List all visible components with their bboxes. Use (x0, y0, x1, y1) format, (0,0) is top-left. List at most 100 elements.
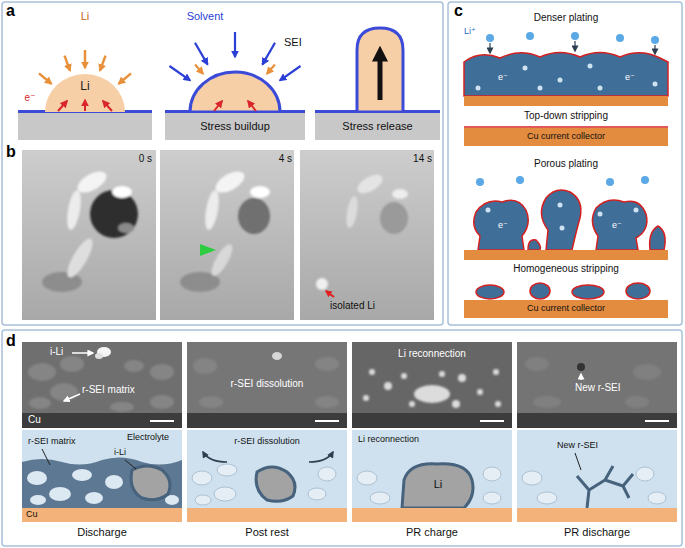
image-annotation: r-SEI dissolution (231, 378, 304, 390)
micrograph-image (50, 383, 78, 401)
micrograph-frame (65, 189, 84, 230)
micrograph-image (352, 342, 512, 428)
micrograph-image (525, 357, 549, 371)
image-annotation: i-Li (50, 346, 63, 358)
porous-plating-sketch (476, 283, 650, 299)
micrograph-frame (300, 150, 436, 320)
schematic-pr-discharge (537, 492, 557, 504)
micrograph-frame (208, 241, 236, 278)
porous-plating-sketch (634, 208, 639, 213)
micrograph-image (22, 413, 182, 428)
micrograph-image (352, 413, 512, 428)
micrograph-image (60, 356, 84, 372)
schematic-post-rest (192, 471, 212, 485)
panel-frames (2, 330, 682, 546)
dense-plating-sketch (486, 34, 494, 42)
dense-plating-sketch (489, 43, 490, 53)
micrograph-frame (380, 202, 408, 234)
micrograph-image (64, 394, 80, 401)
micrograph-frame (354, 171, 385, 197)
nucleation-sketch (119, 73, 131, 83)
dense-plating-sketch (476, 64, 658, 91)
micrograph-image (150, 420, 174, 422)
micrograph-frame (300, 150, 434, 320)
time-stamp: 14 s (413, 153, 432, 165)
porous-plating-sketch (541, 190, 580, 250)
dense-plating-sketch (588, 64, 593, 69)
schematic-pr-charge (352, 430, 512, 522)
substrate-box: Stress release (315, 113, 440, 140)
stress-buildup-sketch (234, 32, 236, 57)
electron-label: e⁻ (498, 220, 508, 230)
dense-plating-sketch (486, 32, 659, 44)
schematic-pr-charge (357, 471, 377, 485)
micrograph-image (401, 373, 407, 379)
porous-plating-sketch (528, 240, 541, 250)
dense-plating-sketch (558, 78, 563, 83)
micrograph-frame (63, 235, 97, 280)
porous-plating-sketch (558, 203, 563, 208)
schematic-discharge (22, 457, 182, 508)
micrograph-image (517, 342, 677, 428)
stress-buildup-sketch (195, 65, 203, 74)
micrograph-frame (42, 167, 138, 292)
schematic-pr-charge (402, 464, 473, 508)
schematic-pr-discharge (648, 492, 666, 504)
micrograph-frame (22, 150, 156, 320)
micrograph-frame (326, 291, 334, 297)
nucleation-sketch (39, 73, 51, 83)
micrograph-image (409, 401, 415, 407)
micrograph-image (480, 420, 504, 422)
process-label: Top-down stripping (524, 110, 608, 122)
process-label: Porous plating (534, 158, 598, 170)
micrograph-image (580, 374, 582, 380)
micrograph-frame (238, 198, 270, 234)
schematic-discharge (30, 495, 46, 505)
part-label: r-SEI matrix (28, 436, 76, 446)
micrograph-image (315, 396, 339, 408)
electron-label: e⁻ (498, 72, 508, 82)
micrograph-frame (316, 278, 328, 290)
micrograph-image (72, 352, 93, 354)
step-caption: Discharge (77, 526, 127, 539)
schematic-post-rest (187, 430, 347, 522)
schematic-discharge (125, 460, 136, 469)
node-text: Cu current collector (527, 132, 605, 142)
time-stamp: 4 s (279, 153, 292, 165)
micrograph-frame (160, 150, 296, 320)
micrograph-image (187, 342, 347, 428)
porous-plating-sketch (598, 212, 603, 217)
material-label: Li (434, 478, 443, 491)
schematic-pr-discharge (517, 508, 677, 522)
porous-plating-sketch (476, 285, 504, 299)
micrograph-image (525, 357, 661, 408)
step-caption: PR charge (406, 526, 458, 539)
schematic-pr-discharge (517, 430, 677, 522)
step-caption: PR discharge (564, 526, 630, 539)
micrograph-image (577, 363, 585, 371)
stress-buildup-sketch (263, 43, 276, 65)
micrograph-image (95, 353, 103, 359)
micrograph-image (22, 342, 182, 428)
micrograph-frame (300, 150, 434, 320)
region-label: Electrolyte (127, 432, 169, 442)
porous-plating-sketch (530, 283, 550, 299)
stress-buildup-sketch (280, 66, 301, 80)
porous-plating-sketch (474, 200, 529, 250)
stress-release-sketch (315, 28, 440, 113)
nucleation-sketch (100, 56, 106, 71)
micrograph-image (187, 342, 347, 428)
micrograph-frame (200, 244, 216, 256)
micrograph-image (517, 342, 677, 428)
micrograph-image (150, 364, 174, 380)
micrograph-frame (118, 223, 134, 233)
micrograph-image (187, 413, 347, 428)
porous-plating-sketch (486, 203, 639, 231)
micrograph-image (124, 360, 144, 372)
stress-buildup-sketch (267, 65, 275, 74)
micrograph-image (625, 396, 649, 408)
callout-label: isolated Li (330, 300, 375, 312)
schematic-discharge (131, 466, 170, 500)
nucleation-sketch (84, 100, 86, 111)
